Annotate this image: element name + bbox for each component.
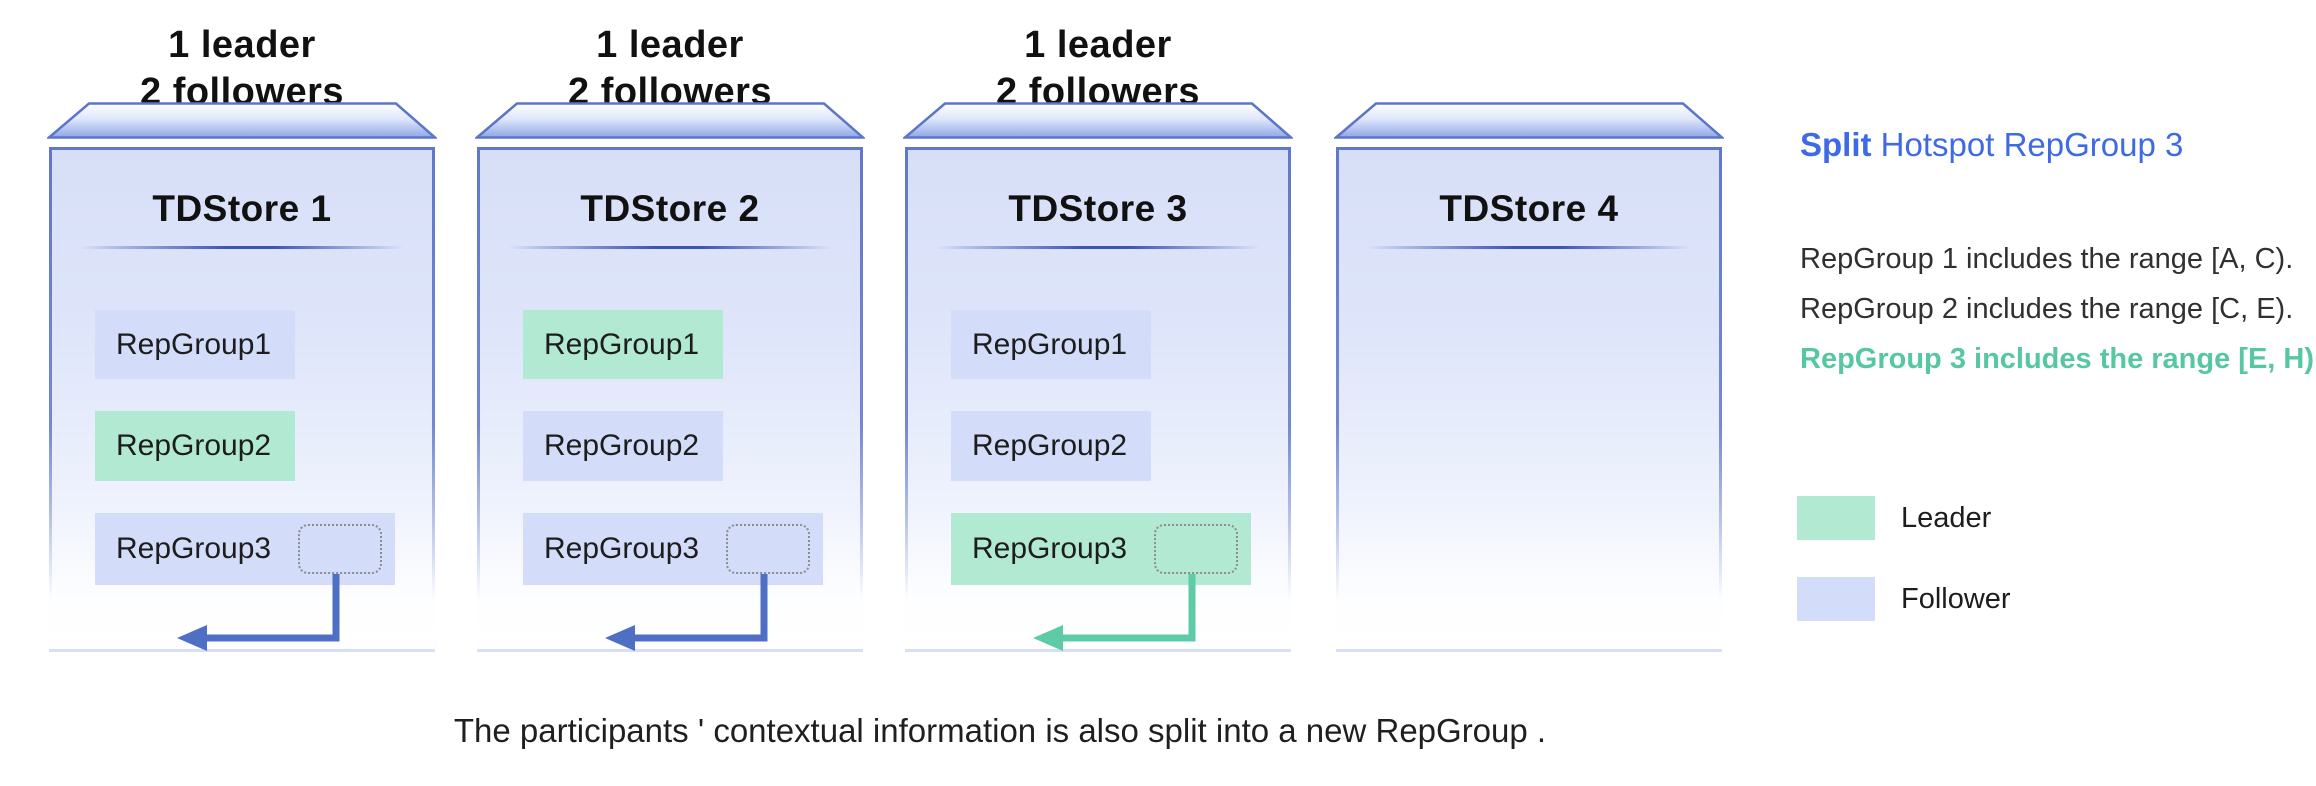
repgroup-label: RepGroup2 <box>116 429 272 462</box>
leader-count-line: 1 leader <box>596 24 744 66</box>
title-divider <box>1367 246 1691 249</box>
repgroup-1: RepGroup1 <box>951 310 1151 379</box>
legend-item-follower: Follower <box>1797 577 2011 621</box>
store-box-3: TDStore 3 RepGroup1 RepGroup2 RepGroup3 <box>905 147 1291 652</box>
panel-title: Split Hotspot RepGroup 3 <box>1800 126 2183 164</box>
split-placeholder-box <box>1154 524 1238 574</box>
range-line-1: RepGroup 1 includes the range [A, C). <box>1800 243 2294 275</box>
store-box-4: TDStore 4 <box>1336 147 1722 652</box>
repgroup-1: RepGroup1 <box>95 310 295 379</box>
split-placeholder-box <box>726 524 810 574</box>
store-lid-icon <box>1334 102 1724 139</box>
figure-caption: The participants ' contextual informatio… <box>453 712 1547 749</box>
title-divider <box>508 246 832 249</box>
panel-title-bold: Split <box>1800 126 1872 163</box>
range-line-2: RepGroup 2 includes the range [C, E). <box>1800 293 2294 325</box>
leader-count-line: 1 leader <box>1024 24 1172 66</box>
store-title: TDStore 4 <box>1439 188 1619 229</box>
split-arrow-icon <box>1033 574 1196 651</box>
title-divider <box>936 246 1260 249</box>
title-divider <box>80 246 404 249</box>
repgroup-label: RepGroup1 <box>116 327 272 361</box>
repgroup-label: RepGroup3 <box>116 532 272 565</box>
store-lid-icon <box>475 102 865 139</box>
tdstore-2: 1 leader 2 followers TDStore 2 RepGroup1… <box>475 0 865 680</box>
leader-swatch-icon <box>1797 496 1875 540</box>
split-placeholder-box <box>298 524 382 574</box>
store-title: TDStore 2 <box>580 188 760 229</box>
repgroup-2: RepGroup2 <box>95 411 295 481</box>
store-lid-icon <box>903 102 1293 139</box>
store-box-2: TDStore 2 RepGroup1 RepGroup2 RepGroup3 <box>477 147 863 652</box>
repgroup-1: RepGroup1 <box>523 310 723 379</box>
repgroup-label: RepGroup2 <box>544 429 700 462</box>
repgroup-label: RepGroup2 <box>972 429 1128 462</box>
repgroup-label: RepGroup3 <box>972 532 1128 565</box>
tdstore-1: 1 leader 2 followers TDStore 1 RepGroup1… <box>47 0 437 680</box>
split-arrow-icon <box>177 574 340 651</box>
repgroup-label: RepGroup3 <box>544 532 700 565</box>
range-description-block: RepGroup 1 includes the range [A, C). Re… <box>1800 234 2316 384</box>
store-title: TDStore 1 <box>152 188 332 229</box>
leader-count-line: 1 leader <box>168 24 316 66</box>
range-line-3: RepGroup 3 includes the range [E, H). <box>1800 343 2316 375</box>
legend-label: Follower <box>1901 582 2011 615</box>
tdstore-4: TDStore 4 <box>1334 0 1724 680</box>
replica-count-label-2: 1 leader 2 followers <box>477 22 863 116</box>
panel-title-rest: Hotspot RepGroup 3 <box>1871 126 2184 163</box>
legend-label: Leader <box>1901 501 1992 534</box>
repgroup-label: RepGroup1 <box>972 327 1128 361</box>
repgroup-2: RepGroup2 <box>523 411 723 481</box>
split-arrow-icon <box>605 574 768 651</box>
repgroup-label: RepGroup1 <box>544 327 700 361</box>
follower-swatch-icon <box>1797 577 1875 621</box>
store-box-1: TDStore 1 RepGroup1 RepGroup2 RepGroup3 <box>49 147 435 652</box>
legend-item-leader: Leader <box>1797 496 1991 540</box>
store-lid-icon <box>47 102 437 139</box>
store-title: TDStore 3 <box>1008 188 1188 229</box>
repgroup-2: RepGroup2 <box>951 411 1151 481</box>
tdstore-3: 1 leader 2 followers TDStore 3 RepGroup1… <box>903 0 1293 680</box>
